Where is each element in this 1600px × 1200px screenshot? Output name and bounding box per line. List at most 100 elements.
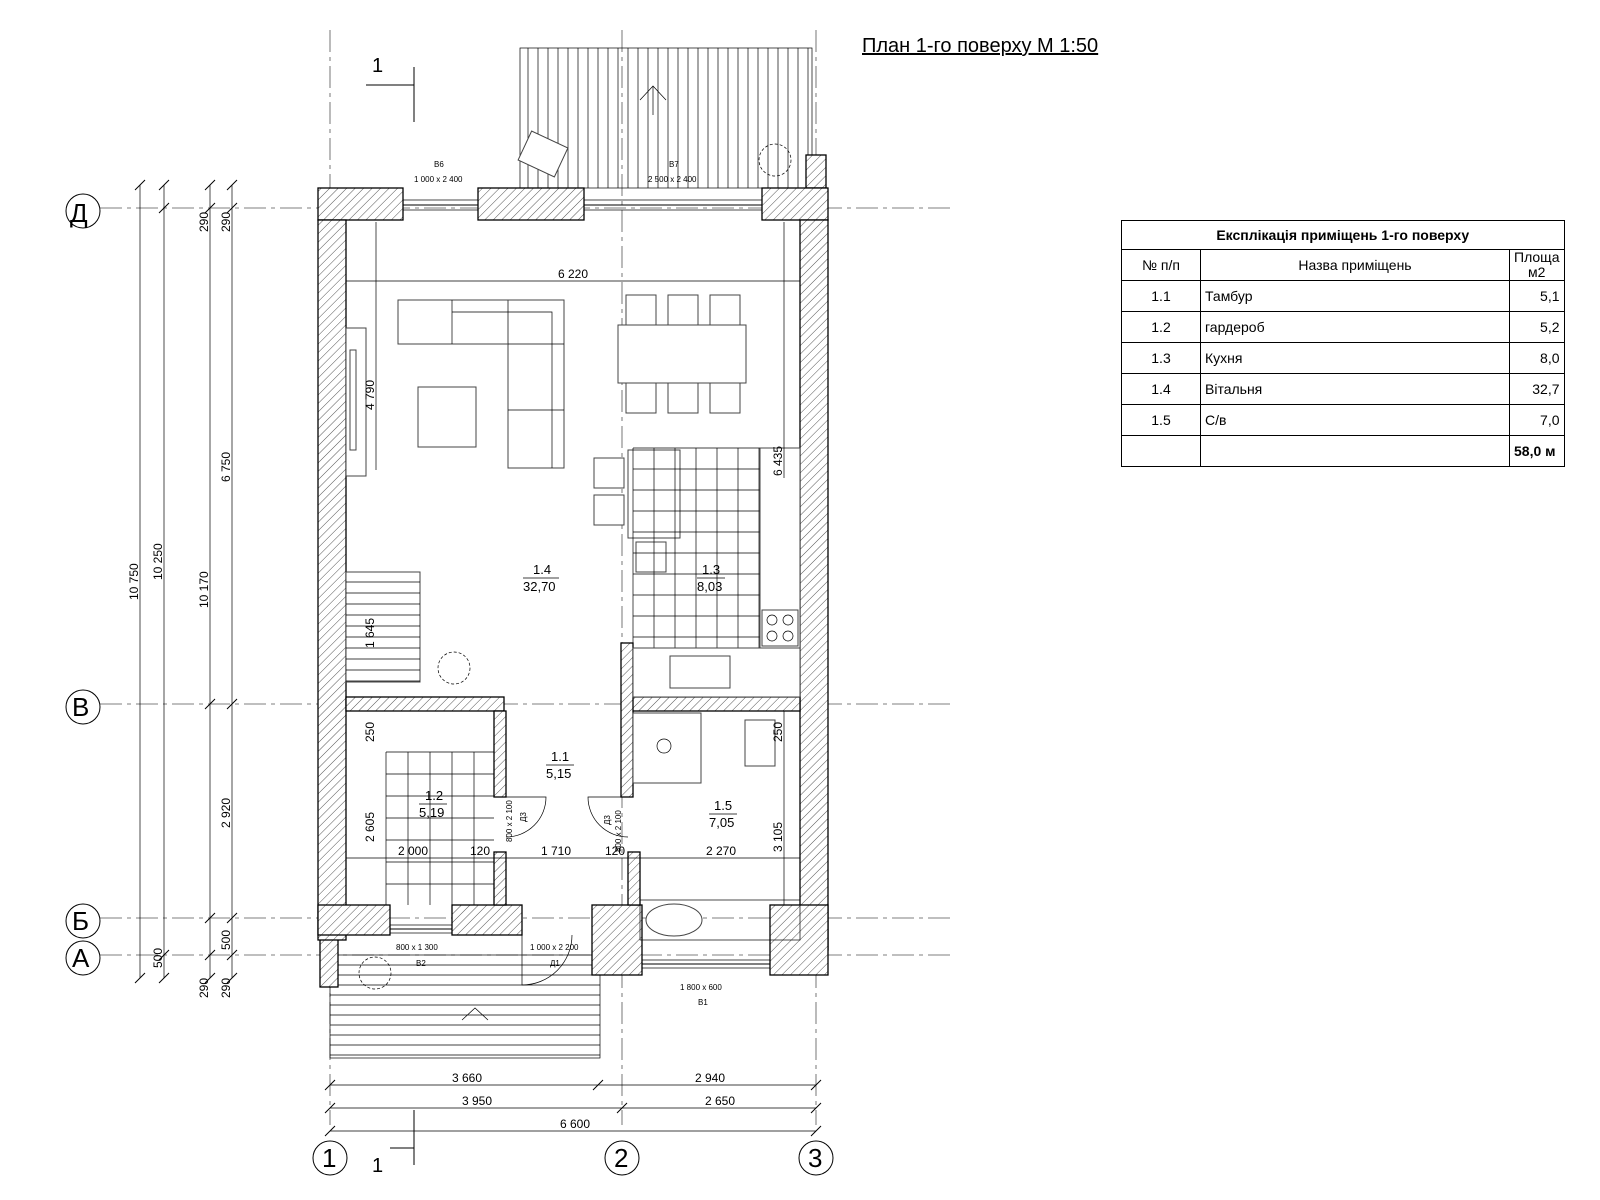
row-num: 1.5 xyxy=(1121,404,1201,436)
furniture xyxy=(345,143,801,990)
table-row: 1.3 Кухня 8,0 xyxy=(1121,342,1565,374)
row-area: 5,1 xyxy=(1509,280,1565,312)
dim-250-right: 250 xyxy=(771,722,785,742)
window-b7-name: В7 xyxy=(669,160,679,169)
dim-2605: 2 605 xyxy=(363,812,377,842)
walls xyxy=(317,187,829,976)
row-num: 1.2 xyxy=(1121,311,1201,343)
dim-4790: 4 790 xyxy=(363,380,377,410)
dim-500-a: 500 xyxy=(219,930,233,950)
section-label-top: 1 xyxy=(372,55,383,77)
dim-2920: 2 920 xyxy=(219,798,233,828)
table-row: 1.4 Вітальня 32,7 xyxy=(1121,373,1565,405)
row-num: 1.3 xyxy=(1121,342,1201,374)
doors xyxy=(505,796,629,986)
dim-6220: 6 220 xyxy=(558,267,588,281)
room-labels: 1.4 32,70 1.3 8,03 1.1 5,15 1.2 5,19 1.5… xyxy=(419,562,737,830)
plan-title: План 1-го поверху М 1:50 xyxy=(862,35,1098,57)
row-name: Вітальня xyxy=(1200,373,1510,405)
dim-290-c: 290 xyxy=(197,978,211,998)
row-name: гардероб xyxy=(1200,311,1510,343)
axis-2: 2 xyxy=(614,1143,628,1173)
dim-6600: 6 600 xyxy=(560,1117,590,1131)
dim-10250: 10 250 xyxy=(151,543,165,580)
axis-d: Д xyxy=(70,198,88,228)
door-d3b-name: Д3 xyxy=(603,815,612,825)
dim-6435: 6 435 xyxy=(771,446,785,476)
door-d3a-size: 800 х 2 100 xyxy=(505,800,514,842)
explication-table: Експлікація приміщень 1-го поверху № п/п… xyxy=(1121,220,1565,467)
bottom-dimensions: 3 660 2 940 3 950 2 650 6 600 xyxy=(324,1071,822,1137)
dim-2000: 2 000 xyxy=(398,844,428,858)
room-1-2-area: 5,19 xyxy=(419,805,444,820)
window-b1-name: В1 xyxy=(698,998,708,1007)
row-name: С/в xyxy=(1200,404,1510,436)
porch-bottom xyxy=(319,934,601,1059)
interior-dimensions: 6 220 4 790 6 435 1 645 250 250 2 605 2 … xyxy=(346,222,800,905)
window-b6-size: 1 000 х 2 400 xyxy=(414,175,463,184)
room-1-2-id: 1.2 xyxy=(425,788,443,803)
dim-290-d: 290 xyxy=(219,978,233,998)
col-name-header: Назва приміщень xyxy=(1200,249,1510,281)
window-b1-size: 1 800 х 600 xyxy=(680,983,722,992)
dim-10170: 10 170 xyxy=(197,571,211,608)
door-d3a-name: Д3 xyxy=(519,812,528,822)
explication-caption: Експлікація приміщень 1-го поверху xyxy=(1121,220,1565,250)
dim-250-left: 250 xyxy=(363,722,377,742)
dim-10750: 10 750 xyxy=(127,563,141,600)
dim-290-a: 290 xyxy=(197,212,211,232)
dim-3660: 3 660 xyxy=(452,1071,482,1085)
table-row: 1.1 Тамбур 5,1 xyxy=(1121,280,1565,312)
window-b7-size: 2 500 х 2 400 xyxy=(648,175,697,184)
room-1-3-id: 1.3 xyxy=(702,562,720,577)
row-area: 5,2 xyxy=(1509,311,1565,343)
door-d3b-size: 800 х 2 100 xyxy=(614,810,623,852)
section-marker: 1 1 xyxy=(366,55,415,1177)
dim-500-b: 500 xyxy=(151,948,165,968)
opening-labels: В6 1 000 х 2 400 В7 2 500 х 2 400 800 х … xyxy=(396,160,722,1007)
dim-2650: 2 650 xyxy=(705,1094,735,1108)
row-num: 1.1 xyxy=(1121,280,1201,312)
row-area: 7,0 xyxy=(1509,404,1565,436)
dim-2270: 2 270 xyxy=(706,844,736,858)
dim-120-b: 120 xyxy=(605,844,625,858)
room-1-3-area: 8,03 xyxy=(697,579,722,594)
table-total-row: 58,0 м xyxy=(1121,435,1565,467)
total-area: 58,0 м xyxy=(1509,435,1565,467)
door-d1-name: Д1 xyxy=(550,959,560,968)
room-1-1-area: 5,15 xyxy=(546,766,571,781)
dim-6750: 6 750 xyxy=(219,452,233,482)
row-name: Кухня xyxy=(1200,342,1510,374)
row-area: 8,0 xyxy=(1509,342,1565,374)
window-b2-size: 800 х 1 300 xyxy=(396,943,438,952)
room-1-1-id: 1.1 xyxy=(551,749,569,764)
axis-a: А xyxy=(72,943,90,973)
left-dimensions: 10 750 10 250 10 170 6 750 2 920 290 290… xyxy=(127,179,238,998)
window-b6-name: В6 xyxy=(434,160,444,169)
row-area: 32,7 xyxy=(1509,373,1565,405)
dim-290-b: 290 xyxy=(219,212,233,232)
axis-b: Б xyxy=(72,906,89,936)
section-label-bottom: 1 xyxy=(372,1155,383,1177)
axis-v: В xyxy=(72,692,89,722)
room-1-5-area: 7,05 xyxy=(709,815,734,830)
dim-2940: 2 940 xyxy=(695,1071,725,1085)
door-d1-size: 1 000 х 2 200 xyxy=(530,943,579,952)
axis-3: 3 xyxy=(808,1143,822,1173)
dim-120-a: 120 xyxy=(470,844,490,858)
window-b2-name: В2 xyxy=(416,959,426,968)
room-1-5-id: 1.5 xyxy=(714,798,732,813)
dim-3105: 3 105 xyxy=(771,822,785,852)
axis-1: 1 xyxy=(322,1143,336,1173)
dim-1645: 1 645 xyxy=(363,618,377,648)
dim-3950: 3 950 xyxy=(462,1094,492,1108)
room-1-4-id: 1.4 xyxy=(533,562,551,577)
row-num: 1.4 xyxy=(1121,373,1201,405)
room-1-4-area: 32,70 xyxy=(523,579,556,594)
dim-1710: 1 710 xyxy=(541,844,571,858)
table-row: 1.5 С/в 7,0 xyxy=(1121,404,1565,436)
row-name: Тамбур xyxy=(1200,280,1510,312)
table-row: 1.2 гардероб 5,2 xyxy=(1121,311,1565,343)
col-num-header: № п/п xyxy=(1121,249,1201,281)
